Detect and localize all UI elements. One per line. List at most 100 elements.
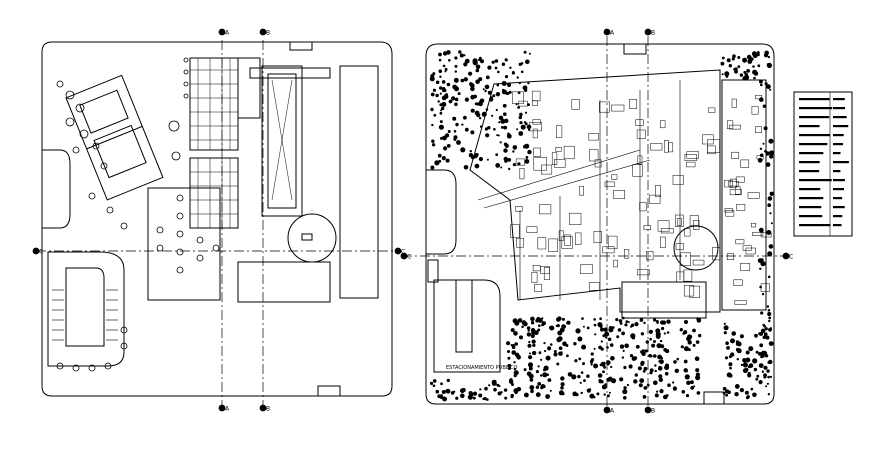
tree-mark — [512, 150, 515, 153]
tree-mark — [725, 75, 729, 78]
tree-mark — [460, 393, 465, 399]
tree-mark — [516, 128, 519, 131]
tree-mark — [589, 388, 592, 391]
tree-mark — [660, 320, 665, 325]
tree-mark — [528, 52, 531, 55]
tree-mark — [438, 69, 443, 73]
room-cell — [760, 232, 772, 238]
tree-mark — [725, 341, 729, 346]
tree-mark — [501, 62, 506, 66]
room-cell — [531, 271, 538, 283]
tree-mark — [432, 379, 437, 383]
tree-mark — [491, 114, 494, 117]
legend-row-bar — [799, 224, 831, 227]
tree-mark — [526, 124, 532, 130]
tree-mark — [541, 384, 546, 389]
tree-mark — [469, 150, 472, 153]
marker-dot — [259, 404, 267, 412]
tree-mark — [684, 320, 688, 324]
marker-left-west-c: C — [32, 247, 43, 256]
tree-mark — [685, 394, 690, 398]
tree-mark — [511, 383, 514, 386]
tree-mark — [589, 393, 595, 399]
tree-mark — [766, 369, 770, 373]
tree-mark — [506, 82, 512, 87]
tree-mark — [586, 374, 590, 378]
tree-mark — [503, 112, 507, 116]
tree-mark — [438, 159, 442, 163]
tree-mark — [679, 328, 683, 332]
tree-mark — [558, 346, 563, 351]
tree-mark — [574, 359, 578, 363]
legend-row-bar — [799, 179, 832, 182]
tree-mark — [495, 153, 499, 157]
tree-mark — [766, 336, 769, 339]
tree-mark — [560, 351, 563, 354]
foliage-southeast — [722, 322, 772, 400]
tree-mark — [453, 135, 458, 140]
room-cell — [650, 143, 663, 151]
room-cell — [731, 151, 740, 159]
tree-mark — [765, 162, 771, 167]
tree-mark — [664, 365, 670, 371]
tree-mark — [484, 84, 490, 90]
room-cell — [532, 119, 541, 125]
tree-mark — [580, 371, 584, 374]
right-foliage — [429, 50, 775, 402]
tree-mark — [484, 386, 488, 391]
tree-mark — [438, 58, 442, 62]
tree-mark — [646, 383, 650, 387]
tree-mark — [496, 134, 499, 137]
tree-mark — [517, 106, 520, 109]
legend-row-value — [833, 134, 844, 137]
tree-mark — [742, 362, 749, 368]
tree-mark — [539, 374, 543, 377]
tree-mark — [516, 355, 521, 360]
tree-mark — [589, 360, 594, 364]
tree-mark — [581, 317, 584, 320]
tree-mark — [730, 338, 735, 344]
tree-mark — [508, 90, 512, 94]
room-cell — [655, 185, 661, 197]
room-cell — [593, 231, 602, 243]
tree-mark — [505, 91, 509, 95]
tree-mark — [517, 318, 523, 323]
tree-mark — [603, 393, 606, 396]
tree-mark — [438, 124, 444, 130]
tree-mark — [432, 384, 436, 388]
tree-mark — [769, 154, 774, 159]
room-cell — [639, 202, 647, 212]
tree-mark — [512, 145, 518, 150]
tree-mark — [478, 393, 483, 398]
tree-mark — [481, 111, 487, 117]
room-cell — [657, 220, 670, 232]
tree-mark — [600, 340, 603, 343]
tree-mark — [640, 362, 645, 366]
tree-mark — [549, 389, 552, 392]
right-corridors — [477, 80, 681, 300]
tree-mark — [728, 362, 733, 367]
room-cell — [684, 228, 691, 237]
tree-mark — [476, 102, 480, 106]
tree-mark — [606, 360, 611, 365]
tree-mark — [750, 57, 754, 61]
tree-mark — [752, 358, 758, 364]
tree-mark — [583, 379, 586, 382]
room-cell — [740, 263, 751, 271]
legend-row-value — [833, 143, 844, 146]
marker-letter: A — [610, 30, 615, 37]
tree-mark — [511, 345, 516, 350]
tree-mark — [631, 336, 636, 340]
tree-mark — [485, 75, 490, 80]
marker-right-top-a: A — [603, 28, 615, 37]
room-cell — [735, 239, 745, 245]
tree-mark — [757, 258, 763, 263]
tree-mark — [500, 166, 503, 169]
tree-mark — [628, 364, 633, 369]
tree-mark — [744, 58, 747, 61]
tree-mark — [672, 381, 675, 384]
left-central-court-inner — [267, 73, 297, 209]
tree-mark — [508, 379, 512, 383]
right-room-hatching — [510, 90, 772, 305]
tree-mark — [649, 337, 652, 341]
